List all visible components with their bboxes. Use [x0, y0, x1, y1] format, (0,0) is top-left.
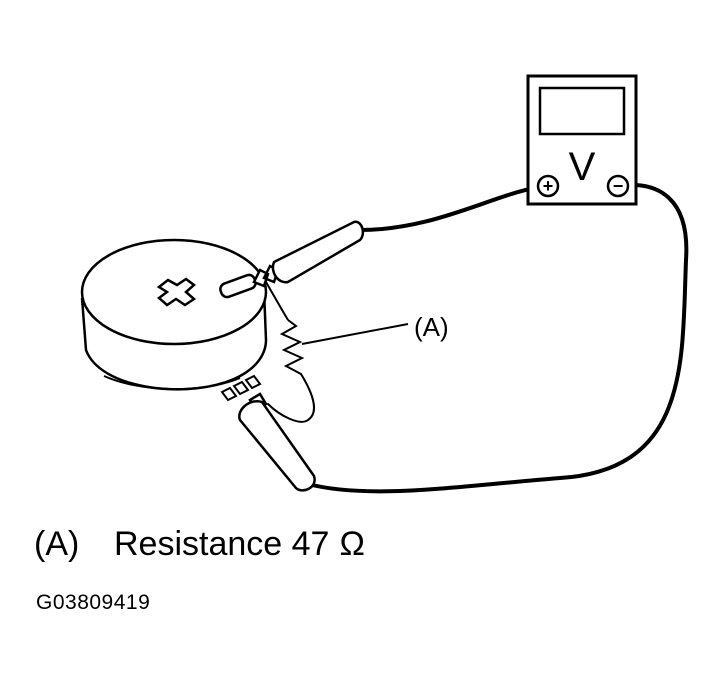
probe-negative — [238, 392, 316, 492]
positive-terminal: + — [536, 174, 560, 198]
resistor-lower-wire — [267, 373, 315, 423]
resistor-zigzag — [279, 319, 305, 375]
negative-terminal: − — [606, 174, 630, 198]
sensor-component — [80, 238, 268, 402]
probe-positive-handle — [271, 220, 365, 284]
callout-leader-line — [301, 323, 409, 345]
cross-mark-icon — [156, 277, 197, 307]
meter-display — [538, 86, 626, 136]
meter-mode-symbol: V — [569, 145, 596, 189]
legend-unit-symbol: Ω — [339, 525, 365, 563]
negative-terminal-symbol: − — [613, 176, 624, 196]
resistor-upper-lead — [265, 281, 289, 321]
negative-lead-wire — [306, 183, 689, 494]
legend-key: (A) — [34, 525, 80, 563]
probe-positive — [252, 220, 365, 288]
resistor — [265, 281, 305, 375]
negative-terminal-ring — [606, 174, 630, 198]
sensor-base-rim — [103, 375, 241, 390]
sensor-connector-bottom — [220, 374, 262, 402]
positive-lead-wire — [358, 184, 550, 232]
positive-terminal-ring — [536, 174, 560, 198]
positive-terminal-symbol: + — [543, 176, 554, 196]
figure-id: G03809419 — [36, 591, 151, 614]
probe-negative-handle — [238, 399, 316, 492]
voltmeter: V + − — [526, 74, 638, 206]
resistor-callout-label: (A) — [414, 312, 449, 342]
legend-description: Resistance 47 — [114, 525, 330, 563]
